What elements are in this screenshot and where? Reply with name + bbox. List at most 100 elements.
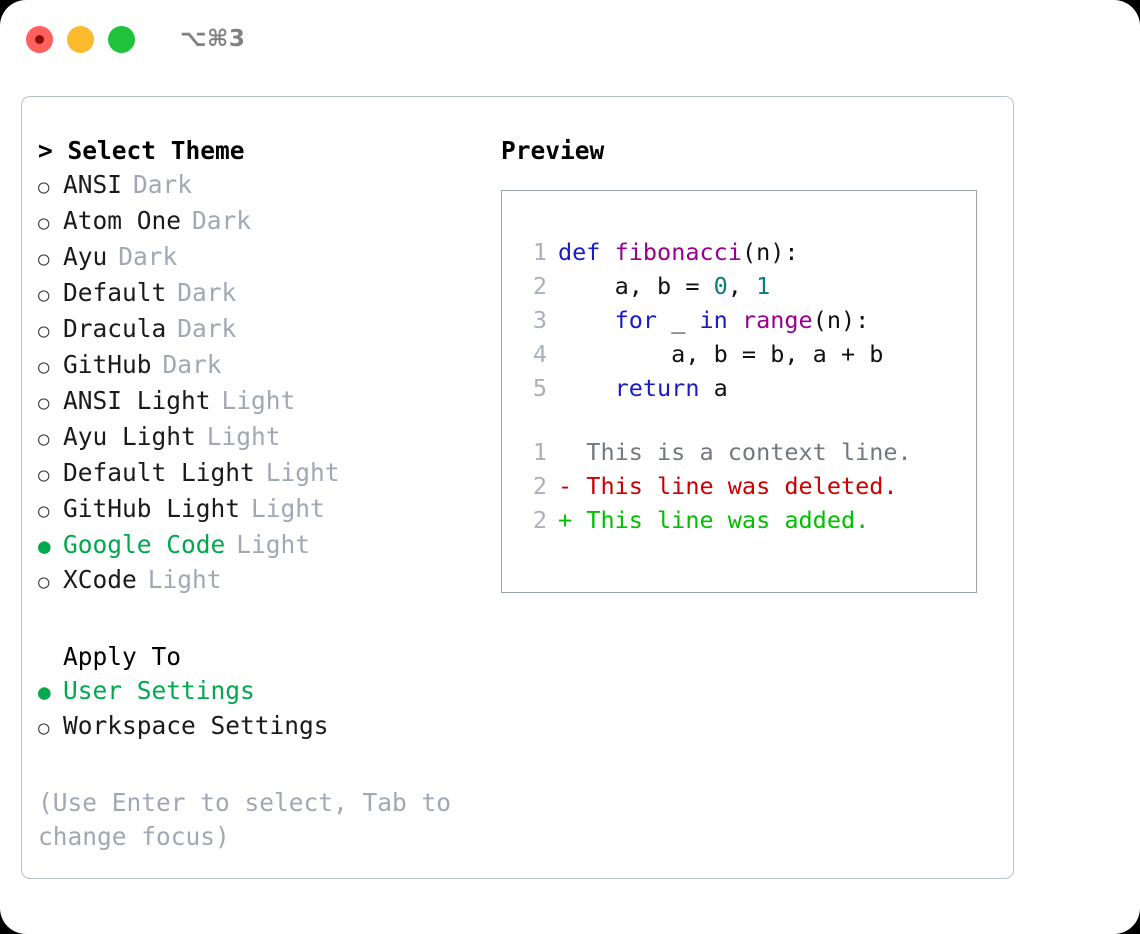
theme-option-variant: Light: [147, 565, 222, 594]
diff-line-add: 2+ This line was added.: [516, 503, 976, 537]
radio-unselected-icon: ○: [38, 212, 50, 234]
radio-unselected-icon: ○: [38, 248, 50, 270]
minimize-window-button[interactable]: [67, 25, 94, 53]
keyboard-shortcut-label: ⌥⌘3: [180, 26, 246, 52]
maximize-window-button[interactable]: [108, 25, 135, 53]
theme-option-label: Dracula: [63, 314, 167, 343]
theme-option-variant: Dark: [177, 278, 237, 307]
code-line-number: 2: [532, 272, 547, 300]
theme-option-label: Atom One: [63, 206, 182, 235]
radio-unselected-icon: ○: [38, 320, 50, 342]
code-line-text: def fibonacci(n):: [558, 235, 799, 269]
theme-option-variant: Dark: [162, 350, 222, 379]
code-diff-spacer: [516, 405, 976, 435]
theme-option-github-light[interactable]: ○ GitHub Light Light: [38, 492, 493, 528]
theme-option-label: XCode: [63, 565, 137, 594]
radio-unselected-icon: ○: [38, 176, 50, 198]
keyboard-hint-text: (Use Enter to select, Tab to change focu…: [38, 788, 452, 851]
code-line-number: 4: [532, 340, 547, 368]
theme-option-label: ANSI Light: [63, 386, 211, 415]
apply-to-option-workspace-settings[interactable]: ○ Workspace Settings: [38, 709, 493, 745]
code-token-pl: [600, 238, 614, 266]
diff-line-number: 2: [532, 506, 547, 534]
apply-to-option-label: User Settings: [63, 676, 255, 705]
theme-option-google-code[interactable]: ● Google Code Light: [38, 528, 493, 563]
theme-option-ayu[interactable]: ○ Ayu Dark: [38, 240, 493, 276]
theme-option-label: Ayu Light: [63, 422, 196, 451]
traffic-light-group: [26, 25, 135, 53]
theme-option-variant: Dark: [133, 170, 193, 199]
code-token-num: 0: [713, 272, 728, 300]
code-line: 4 a, b = b, a + b: [516, 337, 976, 371]
theme-option-label: Google Code: [63, 530, 226, 559]
code-token-num: 1: [756, 272, 771, 300]
diff-line-number: 2: [532, 472, 547, 500]
theme-option-variant: Light: [265, 458, 340, 487]
theme-option-atom-one[interactable]: ○ Atom One Dark: [38, 204, 493, 240]
diff-line-number: 1: [532, 438, 547, 466]
theme-option-label: Ayu: [63, 242, 108, 271]
diff-sample: 1 This is a context line. 2 - This line wa…: [516, 435, 976, 537]
code-token-pl: a, b = b, a + b: [558, 340, 884, 368]
code-line-text: a, b = b, a + b: [558, 337, 883, 371]
code-token-kw: in: [699, 306, 728, 334]
code-line-number: 3: [532, 306, 547, 334]
close-window-button[interactable]: [26, 25, 53, 53]
theme-option-variant: Light: [236, 530, 311, 559]
theme-option-variant: Dark: [118, 242, 178, 271]
code-token-fn: range: [741, 306, 813, 334]
radio-unselected-icon: ○: [38, 571, 50, 593]
code-token-kw: for: [614, 306, 658, 334]
code-line-text: for _ in range(n):: [558, 303, 870, 337]
diff-line-context: 1 This is a context line.: [516, 435, 976, 469]
code-token-kw: return: [614, 374, 700, 402]
code-token-pl: [728, 306, 742, 334]
radio-selected-icon: ●: [38, 534, 51, 558]
select-theme-header: > Select Theme: [38, 136, 245, 165]
theme-option-default-light[interactable]: ○ Default Light Light: [38, 456, 493, 492]
code-token-fn: fibonacci: [614, 238, 742, 266]
apply-to-option-label: Workspace Settings: [63, 711, 329, 740]
theme-option-variant: Dark: [192, 206, 252, 235]
radio-unselected-icon: ○: [38, 392, 50, 414]
code-token-pl: [558, 306, 615, 334]
code-line-text: return a: [558, 371, 728, 405]
code-line: 5 return a: [516, 371, 976, 405]
theme-option-label: Default Light: [63, 458, 255, 487]
code-line-text: a, b = 0, 1: [558, 269, 771, 303]
code-token-pl: [558, 374, 615, 402]
theme-option-label: GitHub Light: [63, 494, 241, 523]
apply-to-option-list: ● User Settings ○ Workspace Settings: [38, 674, 493, 745]
diff-line-text: - This line was deleted.: [558, 472, 898, 500]
code-line: 3 for _ in range(n):: [516, 303, 976, 337]
code-token-pl: (n):: [741, 238, 799, 266]
radio-unselected-icon: ○: [38, 500, 50, 522]
radio-unselected-icon: ○: [38, 464, 50, 486]
theme-option-label: GitHub: [63, 350, 152, 379]
code-token-pl: ,: [727, 272, 757, 300]
theme-option-variant: Light: [251, 494, 325, 523]
theme-option-xcode[interactable]: ○ XCode Light: [38, 563, 493, 599]
diff-line-text: This is a context line.: [558, 438, 912, 466]
radio-selected-icon: ●: [38, 680, 51, 704]
apply-to-header: Apply To: [63, 642, 182, 671]
code-token-pl: a, b =: [558, 272, 714, 300]
radio-unselected-icon: ○: [38, 284, 50, 306]
radio-unselected-icon: ○: [38, 717, 50, 739]
diff-line-del: 2 - This line was deleted.: [516, 469, 976, 503]
apply-to-option-user-settings[interactable]: ● User Settings: [38, 674, 493, 709]
theme-option-variant: Light: [206, 422, 281, 451]
